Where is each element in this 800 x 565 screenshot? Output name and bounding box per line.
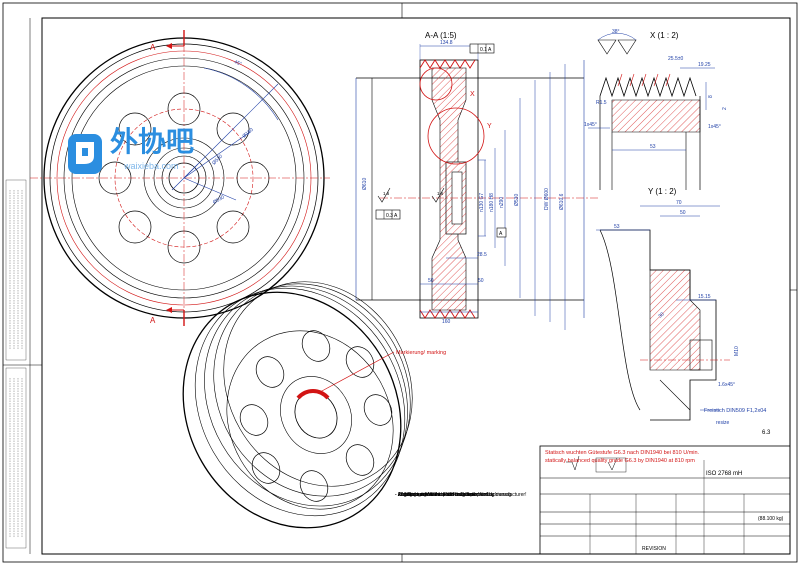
dim-x-chamfer1: 1x45° xyxy=(584,122,597,128)
note-2: - Indicated dimensions are final dimensi… xyxy=(395,492,493,498)
watermark-icon xyxy=(68,134,102,174)
dim-groove-angle: 38° xyxy=(612,29,620,35)
dim-y-53: 53 xyxy=(614,224,620,230)
runout-ref: A xyxy=(394,213,398,219)
note-4: - machining allowance has to be specifie… xyxy=(395,492,527,498)
front-view xyxy=(30,30,330,326)
note-1: - Angegebene Maße sind Fertigmaße! xyxy=(395,492,480,498)
general-roughness: 6.3 xyxy=(762,430,771,436)
fv-angle-dim: 45° xyxy=(233,59,242,67)
dim-160: 160 xyxy=(442,319,451,325)
balance-note-de: Statisch wuchten Gütestufe G6.3 nach DIN… xyxy=(545,450,700,456)
dim-x-chamfer2: 1x45° xyxy=(708,124,721,130)
dim-x-53: 53 xyxy=(650,144,656,150)
detail-x-marker: X xyxy=(470,91,475,98)
runout-tol: 0.3 xyxy=(386,213,393,219)
margin-text-blocks xyxy=(5,179,27,549)
roughness-1: 1.6 xyxy=(383,191,390,196)
roughness-2: 1.6 xyxy=(437,191,444,196)
section-aa-view xyxy=(355,43,600,330)
balance-note-en: statically balanced quality grade G6.3 b… xyxy=(545,458,695,464)
dim-y-50: 50 xyxy=(680,210,686,216)
note-6: - all fittings and fillets protect again… xyxy=(395,492,495,498)
dim-x-2: 2 xyxy=(722,107,728,110)
detail-y-title: Y (1 : 2) xyxy=(648,187,677,196)
dim-n130: n130 G7 xyxy=(479,193,485,212)
dim-x-r1-5: R1.5 xyxy=(596,100,607,106)
datum-ref: A xyxy=(488,47,492,53)
note-3: - Zugabe nach Wahl des Herstellers xyxy=(395,492,475,498)
dim-50a: 50 xyxy=(478,278,484,284)
dim-n180: n180 H8 xyxy=(489,193,495,212)
dim-width-top: 134.8 xyxy=(440,40,453,46)
isometric-view xyxy=(182,281,413,529)
note-5: - alle Passungen und Rillen schützen vor… xyxy=(395,492,512,498)
freestich-callout: Freistich DIN509 F1,2x04 xyxy=(704,408,766,414)
dim-y-70: 70 xyxy=(676,200,682,206)
dim-x-25-5: 25.5±0 xyxy=(668,56,683,62)
general-tolerance: ISO 2768 mH xyxy=(706,471,742,477)
dim-x-8: 8 xyxy=(708,95,714,98)
weight: (88.100 kg) xyxy=(758,516,784,522)
watermark-brand: 外协吧 xyxy=(110,126,195,157)
fv-dim-180: Ø180 xyxy=(241,127,254,140)
cut-label-top: A xyxy=(150,43,156,52)
dim-y-30: 30 xyxy=(657,311,665,319)
dim-y-chamfer: 1.6x45° xyxy=(718,382,735,388)
watermark-logo: 外协吧 waixieba.com xyxy=(66,124,216,184)
detail-y-view xyxy=(596,205,730,421)
dim-28-5: 28.5 xyxy=(477,252,487,258)
section-aa-title: A-A (1:5) xyxy=(425,31,457,40)
freestich-sub: resize xyxy=(716,420,730,426)
dim-d610: Ø610 xyxy=(362,178,368,190)
dim-n290: n290 xyxy=(499,197,505,208)
marking-callout: Markierung/ marking xyxy=(396,350,446,356)
dim-dw600: DW Ø600 xyxy=(544,188,550,210)
dim-d530: Ø530 xyxy=(514,194,520,206)
detail-y-marker: Y xyxy=(487,123,492,130)
detail-x-title: X (1 : 2) xyxy=(650,31,679,40)
title-block xyxy=(539,445,791,555)
detail-x-view xyxy=(588,32,715,190)
dim-y-m10: M10 xyxy=(734,346,740,356)
revision: REVISION xyxy=(642,546,666,552)
watermark-url: waixieba.com xyxy=(124,161,179,171)
dim-50b: 50 xyxy=(428,278,434,284)
cut-label-bottom: A xyxy=(150,316,156,325)
datum-a-box: A xyxy=(499,231,503,237)
dim-d610-6: Ø610.6 xyxy=(559,193,565,210)
inner-border xyxy=(41,17,791,555)
dim-x-19-25: 19.25 xyxy=(698,62,711,68)
datum-tol: 0.1 xyxy=(480,47,487,53)
fv-dim-530b: Ø530 xyxy=(212,194,226,205)
dim-y-15-15: 15.15 xyxy=(698,294,711,300)
